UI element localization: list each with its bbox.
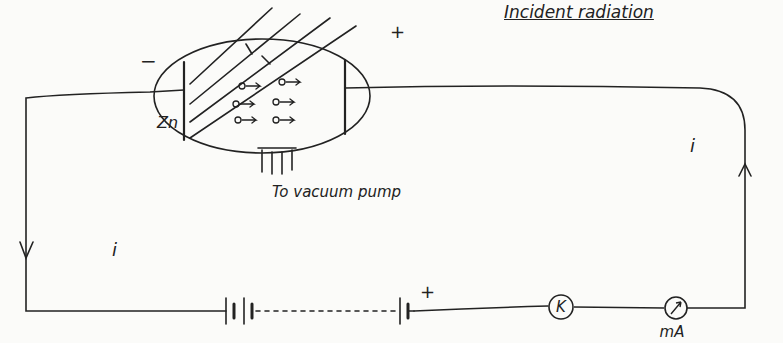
- current-label: i: [690, 136, 695, 156]
- vacuum-tube: [154, 39, 370, 153]
- polarity-sign: +: [390, 22, 405, 42]
- pump-outlet: [258, 148, 296, 174]
- cathode-label: Zn: [157, 114, 178, 132]
- callout-text: Incident radiation: [504, 3, 654, 22]
- meter-label: mA: [660, 324, 685, 341]
- battery-symbol: [226, 298, 414, 324]
- wire-connector: [574, 307, 664, 308]
- milliammeter: mA: [664, 296, 688, 320]
- key-label: K: [556, 299, 566, 316]
- polarity-sign: +: [420, 282, 435, 302]
- node-outline: [664, 296, 688, 320]
- callout-text: To vacuum pump: [272, 184, 401, 201]
- current-arrow: [20, 242, 33, 258]
- incident-rays: [190, 8, 356, 138]
- electrons: [233, 79, 300, 123]
- current-label: i: [112, 240, 117, 260]
- cathode-plate: [183, 62, 185, 140]
- key-switch: K: [548, 294, 574, 320]
- current-arrow: [739, 164, 751, 176]
- polarity-sign: −: [140, 50, 157, 72]
- circuit-wire: [26, 86, 745, 311]
- anode-plate: [344, 60, 346, 134]
